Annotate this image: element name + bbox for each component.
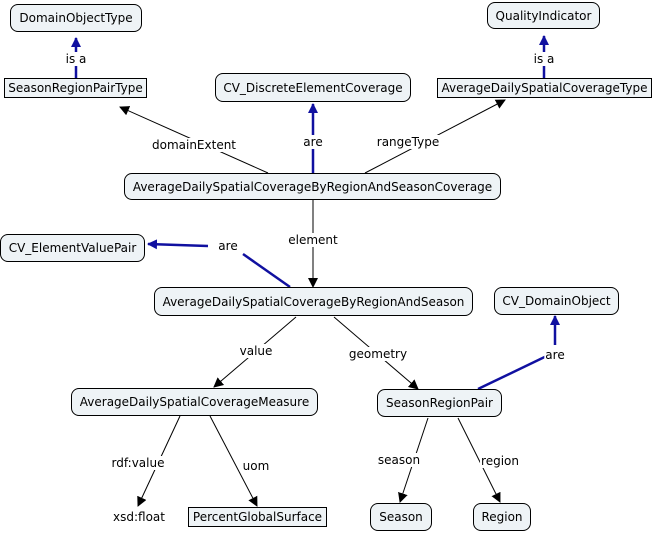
concept-quality-indicator[interactable]: QualityIndicator: [487, 2, 600, 29]
link-label-uom: uom: [241, 459, 271, 473]
edge-are-element-value-pair: [242, 252, 291, 289]
concept-cv-discrete-element-coverage[interactable]: CV_DiscreteElementCoverage: [215, 73, 411, 102]
concept-season[interactable]: Season: [370, 503, 432, 531]
link-label-rdf-value: rdf:value: [110, 456, 166, 470]
edge-are-element-value-pair-head: [147, 239, 209, 250]
link-label-value: value: [238, 344, 274, 358]
concept-measure[interactable]: AverageDailySpatialCoverageMeasure: [71, 388, 318, 416]
link-label-are: are: [544, 348, 566, 362]
edge-uom: [209, 415, 258, 507]
concept-season-region-pair[interactable]: SeasonRegionPair: [377, 389, 502, 417]
concept-coverage[interactable]: AverageDailySpatialCoverageByRegionAndSe…: [124, 173, 501, 200]
link-label-element: element: [287, 233, 339, 247]
concept-season-region-pair-type[interactable]: SeasonRegionPairType: [4, 78, 147, 98]
edge-region: [457, 417, 501, 503]
link-label-is-a: is a: [532, 52, 556, 66]
concept-domain-object-type[interactable]: DomainObjectType: [10, 4, 142, 32]
link-label-range-type: rangeType: [375, 135, 441, 149]
link-label-domain-extent: domainExtent: [150, 138, 238, 152]
edge-are-domain-object: [477, 350, 556, 391]
link-label-region: region: [480, 454, 520, 468]
concept-by-region-and-season[interactable]: AverageDailySpatialCoverageByRegionAndSe…: [154, 287, 473, 316]
concept-cv-element-value-pair[interactable]: CV_ElementValuePair: [0, 234, 145, 262]
link-label-are: are: [302, 135, 324, 149]
link-label-are: are: [217, 239, 239, 253]
link-label-is-a: is a: [64, 52, 88, 66]
concept-cv-domain-object[interactable]: CV_DomainObject: [494, 287, 619, 315]
link-label-geometry: geometry: [347, 347, 409, 361]
literal-xsd-float[interactable]: xsd:float: [113, 510, 165, 524]
link-label-season: season: [376, 453, 422, 467]
concept-average-daily-spatial-coverage-type[interactable]: AverageDailySpatialCoverageType: [437, 78, 652, 98]
concept-percent-global-surface[interactable]: PercentGlobalSurface: [188, 507, 327, 527]
concept-region[interactable]: Region: [473, 503, 531, 531]
